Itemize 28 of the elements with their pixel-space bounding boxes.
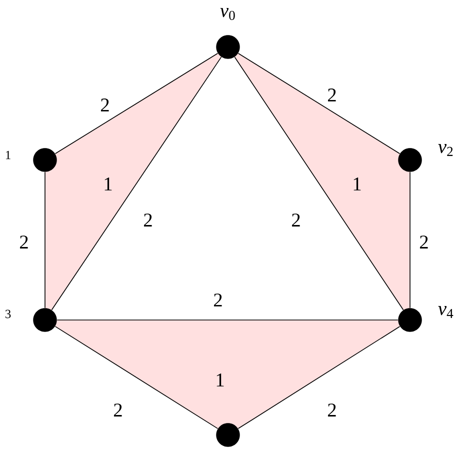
face-weight: 1 [354,178,361,190]
edge-weight: 2 [144,214,152,226]
edge-weight: 2 [328,88,336,102]
vertex-label: 1 [6,150,10,160]
edge-weight: 2 [420,236,428,248]
edge-line [54,326,218,429]
vertex-label: 3 [5,310,11,318]
vertex-dot [398,148,422,172]
face-weight: 1 [216,374,224,386]
edge-weight: 2 [214,294,222,306]
edge-line [238,326,400,429]
edge-line [238,52,400,154]
vertex-dot [398,308,422,332]
edge-line [44,172,46,308]
vertex-dot [33,148,57,172]
vertex-dot [33,308,57,332]
vertex-label: v$_{0}$ [220,8,235,20]
vertex-dot [216,35,240,59]
vertex-label: v$_{2}$ [438,144,453,156]
edge-weight: 2 [20,236,28,248]
edge-weight: 2 [114,404,122,416]
edge-weight: 2 [100,98,109,112]
edge-weight: 2 [328,404,336,416]
edge-weight: 2 [292,214,300,226]
vertex-dot [216,423,240,447]
edge-line [54,52,218,154]
face-weight: 1 [104,178,112,190]
vertex-label: v$_{4}$ [438,306,454,318]
